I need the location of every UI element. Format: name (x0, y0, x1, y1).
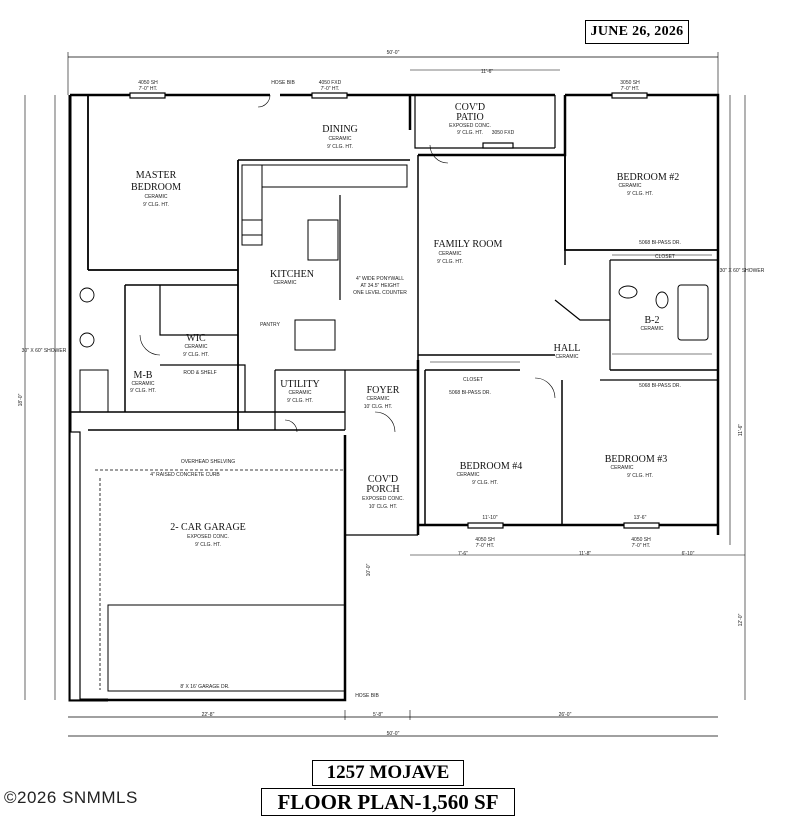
svg-text:CERAMIC: CERAMIC (144, 194, 167, 200)
svg-text:CLOSET: CLOSET (463, 377, 483, 383)
svg-text:CERAMIC: CERAMIC (438, 251, 461, 257)
svg-text:4050 SH: 4050 SH (475, 537, 495, 543)
room-bedroom-2: BEDROOM #2 (617, 172, 680, 183)
svg-text:4050 SH: 4050 SH (138, 80, 158, 86)
svg-text:3050 SH: 3050 SH (620, 80, 640, 86)
svg-text:9' CLG. HT.: 9' CLG. HT. (327, 144, 353, 150)
svg-text:9' CLG. HT.: 9' CLG. HT. (195, 542, 221, 548)
svg-text:PANTRY: PANTRY (260, 322, 280, 328)
svg-text:30" X 60" SHOWER: 30" X 60" SHOWER (720, 268, 765, 274)
svg-text:CERAMIC: CERAMIC (131, 381, 154, 387)
svg-text:5068 BI-PASS DR.: 5068 BI-PASS DR. (639, 240, 681, 246)
svg-text:HOSE BIB: HOSE BIB (355, 693, 379, 699)
room-patio-line2: PATIO (456, 112, 483, 123)
svg-text:4" RAISED CONCRETE CURB: 4" RAISED CONCRETE CURB (150, 472, 220, 478)
room-wic: WIC (186, 333, 206, 344)
room-foyer: FOYER (367, 385, 400, 396)
svg-text:ROD & SHELF: ROD & SHELF (183, 370, 216, 376)
svg-text:22'-8": 22'-8" (202, 712, 215, 718)
svg-text:EXPOSED CONC.: EXPOSED CONC. (449, 123, 491, 129)
svg-text:26'-0": 26'-0" (559, 712, 572, 718)
svg-text:9' CLG. HT.: 9' CLG. HT. (183, 352, 209, 358)
svg-text:5'-8": 5'-8" (373, 712, 383, 718)
svg-text:EXPOSED CONC.: EXPOSED CONC. (362, 496, 404, 502)
svg-text:9' CLG. HT.: 9' CLG. HT. (437, 259, 463, 265)
plan-date: JUNE 26, 2026 (585, 20, 689, 44)
svg-text:9' CLG. HT.: 9' CLG. HT. (287, 398, 313, 404)
svg-text:50'-0": 50'-0" (387, 50, 400, 56)
svg-text:AT 34.5" HEIGHT: AT 34.5" HEIGHT (360, 283, 399, 289)
plan-title: FLOOR PLAN-1,560 SF (261, 788, 515, 816)
svg-text:CLOSET: CLOSET (655, 254, 675, 260)
svg-text:10' CLG. HT.: 10' CLG. HT. (369, 504, 397, 510)
room-porch-line1: COV'D (368, 474, 398, 485)
svg-text:CERAMIC: CERAMIC (555, 354, 578, 360)
svg-text:OVERHEAD SHELVING: OVERHEAD SHELVING (181, 459, 235, 465)
svg-text:5068 BI-PASS DR.: 5068 BI-PASS DR. (639, 383, 681, 389)
mls-watermark: ©2026 SNMMLS (4, 788, 138, 807)
svg-text:CERAMIC: CERAMIC (328, 136, 351, 142)
svg-text:CERAMIC: CERAMIC (366, 396, 389, 402)
svg-text:10' CLG. HT.: 10' CLG. HT. (364, 404, 392, 410)
plan-address: 1257 MOJAVE (312, 760, 464, 786)
room-family: FAMILY ROOM (434, 239, 503, 250)
svg-text:7'-0" HT.: 7'-0" HT. (476, 543, 495, 549)
room-utility: UTILITY (280, 379, 319, 390)
svg-text:CERAMIC: CERAMIC (273, 280, 296, 286)
svg-text:11'-8": 11'-8" (579, 551, 592, 557)
svg-text:7'-0" HT.: 7'-0" HT. (321, 86, 340, 92)
room-master-bath: M-B (134, 370, 153, 381)
svg-text:7'-6": 7'-6" (458, 551, 468, 557)
room-kitchen: KITCHEN (270, 269, 314, 280)
svg-text:12'-0": 12'-0" (738, 613, 744, 626)
svg-text:CERAMIC: CERAMIC (184, 344, 207, 350)
svg-text:7'-0" HT.: 7'-0" HT. (632, 543, 651, 549)
svg-text:11'-6": 11'-6" (481, 69, 494, 75)
room-bedroom-3: BEDROOM #3 (605, 454, 668, 465)
svg-text:10'-0": 10'-0" (366, 563, 372, 576)
svg-text:HOSE BIB: HOSE BIB (271, 80, 295, 86)
svg-text:9' CLG. HT.: 9' CLG. HT. (143, 202, 169, 208)
svg-text:CERAMIC: CERAMIC (288, 390, 311, 396)
svg-text:ONE LEVEL COUNTER: ONE LEVEL COUNTER (353, 290, 407, 296)
room-master-line1: MASTER (136, 170, 177, 181)
room-garage: 2- CAR GARAGE (170, 522, 246, 533)
svg-text:CERAMIC: CERAMIC (640, 326, 663, 332)
svg-text:13'-6": 13'-6" (634, 515, 647, 521)
room-master-line2: BEDROOM (131, 182, 181, 193)
svg-text:CERAMIC: CERAMIC (610, 465, 633, 471)
room-bedroom-4: BEDROOM #4 (460, 461, 523, 472)
svg-text:11'-10": 11'-10" (482, 515, 497, 521)
svg-text:8' X 16' GARAGE DR.: 8' X 16' GARAGE DR. (180, 684, 229, 690)
svg-text:9' CLG. HT.: 9' CLG. HT. (627, 473, 653, 479)
svg-text:5068 BI-PASS DR.: 5068 BI-PASS DR. (449, 390, 491, 396)
svg-text:7'-0" HT.: 7'-0" HT. (139, 86, 158, 92)
svg-text:CERAMIC: CERAMIC (618, 183, 641, 189)
svg-text:4050 SH: 4050 SH (631, 537, 651, 543)
svg-text:CERAMIC: CERAMIC (456, 472, 479, 478)
svg-text:EXPOSED CONC.: EXPOSED CONC. (187, 534, 229, 540)
svg-text:9' CLG. HT.: 9' CLG. HT. (627, 191, 653, 197)
room-patio-line1: COV'D (455, 102, 485, 113)
svg-text:50'-0": 50'-0" (387, 731, 400, 737)
svg-text:6'-10": 6'-10" (682, 551, 695, 557)
floor-plan: MASTER BEDROOM CERAMIC 9' CLG. HT. DININ… (18, 50, 765, 737)
room-bath-2: B-2 (645, 315, 660, 326)
svg-text:9' CLG. HT.: 9' CLG. HT. (472, 480, 498, 486)
svg-text:11'-6": 11'-6" (738, 424, 744, 437)
garage-wall-hatch (69, 431, 81, 701)
room-porch-line2: PORCH (366, 484, 399, 495)
svg-text:9' CLG. HT.: 9' CLG. HT. (457, 130, 483, 136)
svg-text:18'-0": 18'-0" (18, 393, 24, 406)
svg-text:4" WIDE PONYWALL: 4" WIDE PONYWALL (356, 276, 404, 282)
room-hall: HALL (554, 343, 581, 354)
room-dining: DINING (322, 124, 358, 135)
svg-text:7'-0" HT.: 7'-0" HT. (621, 86, 640, 92)
svg-text:30" X 60" SHOWER: 30" X 60" SHOWER (22, 348, 67, 354)
svg-text:3050 FXD: 3050 FXD (492, 130, 515, 136)
svg-text:9' CLG. HT.: 9' CLG. HT. (130, 388, 156, 394)
svg-text:4050 FXD: 4050 FXD (319, 80, 342, 86)
